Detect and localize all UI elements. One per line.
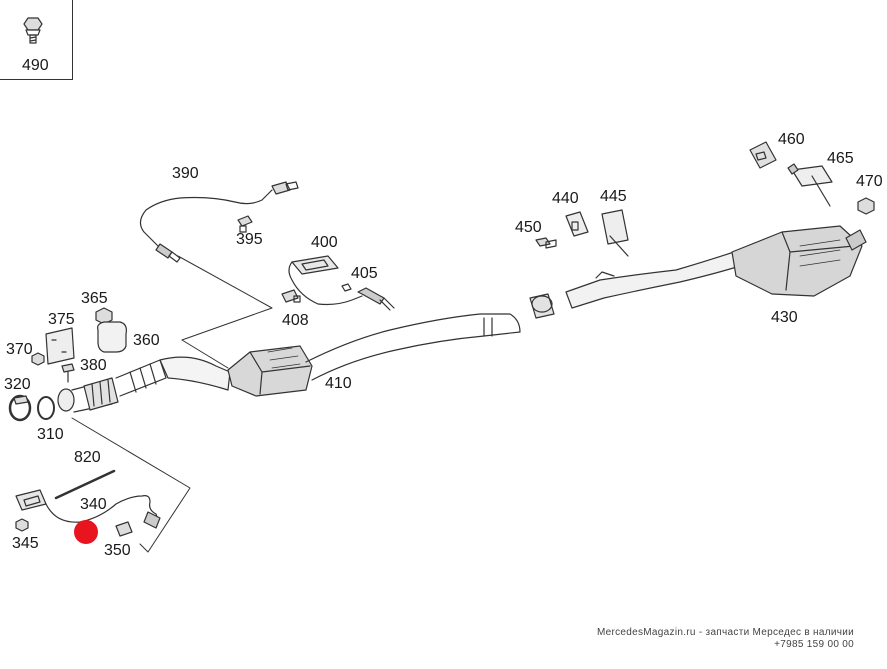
part-405-sensor[interactable]	[341, 283, 395, 311]
watermark-line-2: +7985 159 00 00	[774, 639, 854, 650]
watermark: MercedesMagazin.ru - запчасти Мерседес в…	[597, 627, 854, 651]
label-345[interactable]: 345	[12, 535, 39, 552]
label-370[interactable]: 370	[6, 341, 33, 358]
part-350-clip[interactable]	[115, 521, 133, 537]
part-440-hanger[interactable]	[565, 211, 589, 237]
label-375[interactable]: 375	[48, 311, 75, 328]
inset-box-490	[0, 0, 73, 80]
part-365-nut[interactable]	[95, 307, 113, 325]
part-490-bolt[interactable]	[23, 17, 43, 44]
label-470[interactable]: 470	[856, 173, 883, 190]
part-470-nut[interactable]	[857, 197, 875, 215]
part-390-sensor[interactable]	[139, 181, 299, 263]
label-450[interactable]: 450	[515, 219, 542, 236]
part-410-catalyst[interactable]	[227, 313, 521, 397]
label-410[interactable]: 410	[325, 375, 352, 392]
red-marker-dot	[74, 520, 98, 544]
part-front-pipe[interactable]	[57, 356, 231, 413]
label-360[interactable]: 360	[133, 332, 160, 349]
label-460[interactable]: 460	[778, 131, 805, 148]
part-320-clamp[interactable]	[8, 394, 32, 422]
part-340-sensor[interactable]	[15, 489, 161, 529]
part-820-rod[interactable]	[54, 469, 116, 500]
part-pipe-clamp[interactable]	[529, 293, 555, 319]
label-440[interactable]: 440	[552, 190, 579, 207]
part-450-bolt[interactable]	[535, 237, 557, 249]
label-395[interactable]: 395	[236, 231, 263, 248]
label-380[interactable]: 380	[80, 357, 107, 374]
part-400-bracket[interactable]	[288, 255, 363, 306]
part-430-silencer[interactable]	[565, 225, 867, 309]
part-465-bracket[interactable]	[787, 163, 833, 207]
part-345-nut[interactable]	[15, 518, 29, 532]
label-430[interactable]: 430	[771, 309, 798, 326]
part-445-bracket[interactable]	[601, 209, 629, 257]
part-370-nut[interactable]	[31, 352, 45, 366]
label-365[interactable]: 365	[81, 290, 108, 307]
label-340[interactable]: 340	[80, 496, 107, 513]
label-350[interactable]: 350	[104, 542, 131, 559]
label-820[interactable]: 820	[74, 449, 101, 466]
part-408-clip[interactable]	[281, 289, 301, 303]
part-380-bolt[interactable]	[61, 363, 75, 383]
part-395-clip[interactable]	[237, 215, 253, 233]
label-310[interactable]: 310	[37, 426, 64, 443]
label-490[interactable]: 490	[22, 57, 49, 74]
label-465[interactable]: 465	[827, 150, 854, 167]
label-390[interactable]: 390	[172, 165, 199, 182]
label-400[interactable]: 400	[311, 234, 338, 251]
part-310-gasket[interactable]	[37, 396, 55, 420]
label-320[interactable]: 320	[4, 376, 31, 393]
label-405[interactable]: 405	[351, 265, 378, 282]
part-360-damper[interactable]	[97, 321, 127, 353]
watermark-line-1: MercedesMagazin.ru - запчасти Мерседес в…	[597, 627, 854, 638]
part-460-rubber-mount[interactable]	[749, 141, 777, 169]
label-408[interactable]: 408	[282, 312, 309, 329]
label-445[interactable]: 445	[600, 188, 627, 205]
part-375-bracket[interactable]	[45, 327, 75, 365]
